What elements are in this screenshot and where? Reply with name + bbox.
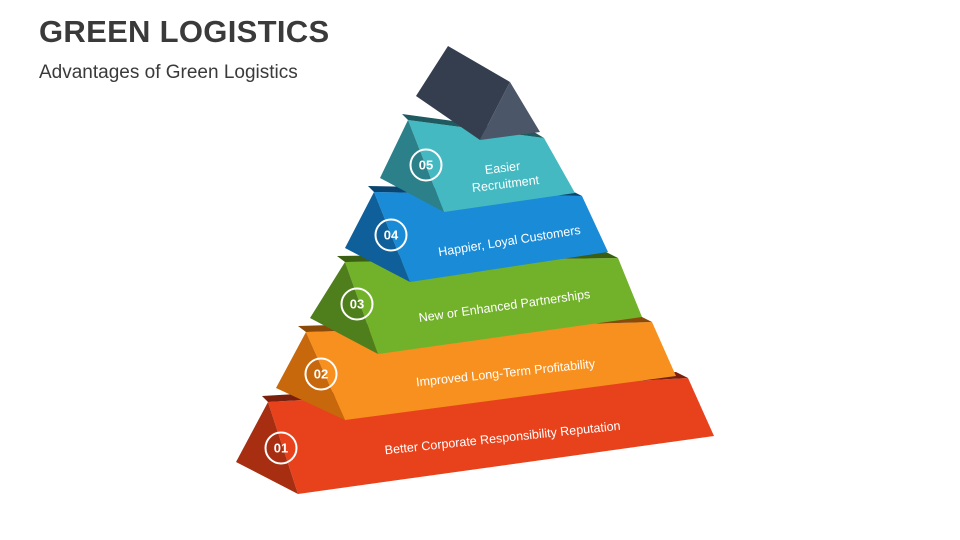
level-03-number: 03 xyxy=(350,297,364,312)
level-04-side-face xyxy=(345,192,410,282)
level-03-number-badge xyxy=(340,287,374,321)
page-title: GREEN LOGISTICS xyxy=(39,14,330,49)
level-03-front-face xyxy=(345,258,642,354)
page-subtitle: Advantages of Green Logistics xyxy=(39,62,298,83)
level-02-number: 02 xyxy=(314,367,328,382)
level-01-side-face xyxy=(236,402,298,494)
level-05-number: 05 xyxy=(419,158,433,173)
level-01-number-badge xyxy=(264,431,298,465)
apex-left-face xyxy=(416,46,510,140)
level-02-side-face xyxy=(276,332,345,420)
level-04-number-badge xyxy=(374,218,408,252)
level-04-front-face xyxy=(374,192,608,282)
level-04-number: 04 xyxy=(384,228,399,243)
pyramid-level-03: 03 New or Enhanced Partnerships xyxy=(310,252,642,354)
level-05-number-badge xyxy=(409,148,443,182)
pyramid-apex xyxy=(416,46,540,140)
level-01-number: 01 xyxy=(274,441,288,456)
level-05-front-face xyxy=(408,120,575,212)
level-03-side-face xyxy=(310,262,378,354)
pyramid-level-04: 04 Happier, Loyal Customers xyxy=(345,186,608,282)
level-05-side-face xyxy=(380,120,444,212)
level-02-number-badge xyxy=(304,357,338,391)
apex-right-face xyxy=(480,82,540,140)
level-05-label-line1: Easier xyxy=(484,159,521,177)
